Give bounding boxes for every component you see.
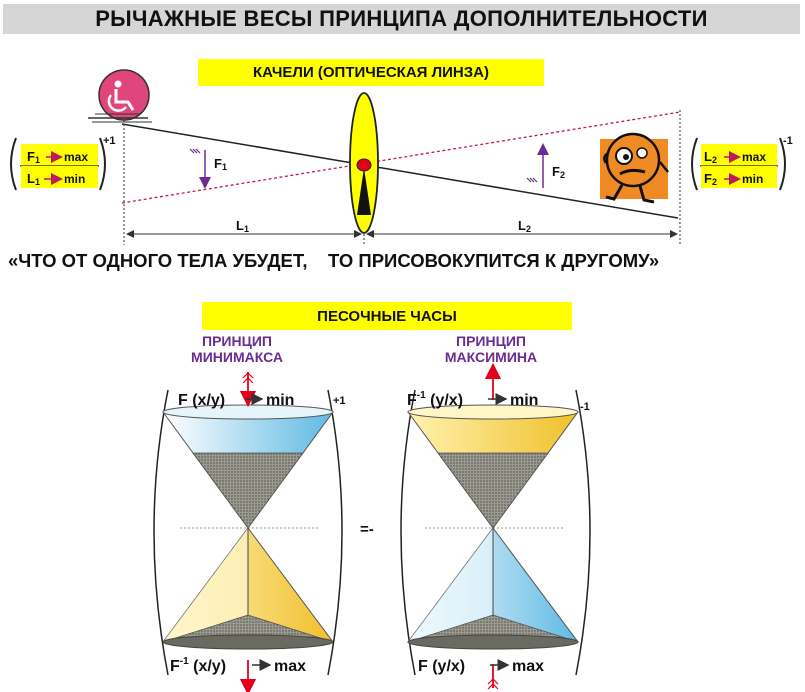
length-l2: L2: [366, 218, 678, 238]
lever-beam-alt: [121, 111, 681, 204]
svg-text:L2: L2: [704, 149, 717, 165]
svg-text:min: min: [266, 392, 294, 409]
left-fraction: F1 max L1 min +1: [10, 135, 116, 191]
maximin-bottom-formula: F (y/x): [418, 658, 465, 675]
optical-lens: [349, 92, 379, 234]
svg-text:min: min: [742, 172, 763, 186]
proverb-quote: «ЧТО ОТ ОДНОГО ТЕЛА УБУДЕТ, ТО ПРИСОВОКУ…: [8, 250, 660, 271]
minimax-bottom-formula: F-1 (x/y): [170, 656, 226, 675]
svg-text:max: max: [64, 150, 88, 164]
equals-negative: =-: [360, 521, 374, 538]
wheelchair-icon: [88, 69, 152, 123]
svg-text:F1: F1: [214, 156, 227, 172]
hourglass-maximin: [400, 362, 591, 690]
svg-text:F2: F2: [552, 164, 565, 180]
svg-text:L1: L1: [236, 218, 249, 234]
length-l1: L1: [126, 218, 362, 238]
hourglass-label: ПЕСОЧНЫЕ ЧАСЫ: [202, 302, 572, 330]
svg-text:max: max: [742, 150, 766, 164]
minimax-exponent: +1: [333, 395, 346, 407]
principle-minimax-line2: МИНИМАКСА: [191, 349, 283, 365]
minimax-top-formula: F (x/y): [178, 392, 225, 409]
svg-text:min: min: [510, 392, 538, 409]
lever-beam: [121, 123, 679, 219]
svg-text:L2: L2: [518, 218, 531, 234]
maximin-exponent: -1: [580, 401, 590, 413]
svg-text:min: min: [64, 172, 85, 186]
svg-text:+1: +1: [103, 135, 116, 147]
force-arrow-f2: F2: [526, 143, 565, 188]
svg-text:F2: F2: [704, 171, 717, 187]
force-arrow-f1: F1: [189, 148, 227, 189]
principle-maximin-line1: ПРИНЦИП: [456, 333, 526, 349]
right-fraction: L2 max F2 min -1: [691, 135, 793, 191]
swing-label: КАЧЕЛИ (ОПТИЧЕСКАЯ ЛИНЗА): [198, 59, 544, 86]
hourglass-minimax: [153, 372, 343, 692]
svg-text:L1: L1: [27, 171, 40, 187]
svg-text:max: max: [274, 658, 306, 675]
principle-minimax-line1: ПРИНЦИП: [202, 333, 272, 349]
main-title: РЫЧАЖНЫЕ ВЕСЫ ПРИНЦИПА ДОПОЛНИТЕЛЬНОСТИ: [3, 4, 800, 34]
svg-text:max: max: [512, 658, 544, 675]
svg-text:-1: -1: [783, 135, 793, 147]
maximin-top-formula: F-1 (y/x): [407, 390, 463, 409]
principle-maximin-line2: МАКСИМИНА: [445, 349, 537, 365]
running-face-icon: [600, 132, 669, 204]
svg-text:F1: F1: [27, 149, 40, 165]
